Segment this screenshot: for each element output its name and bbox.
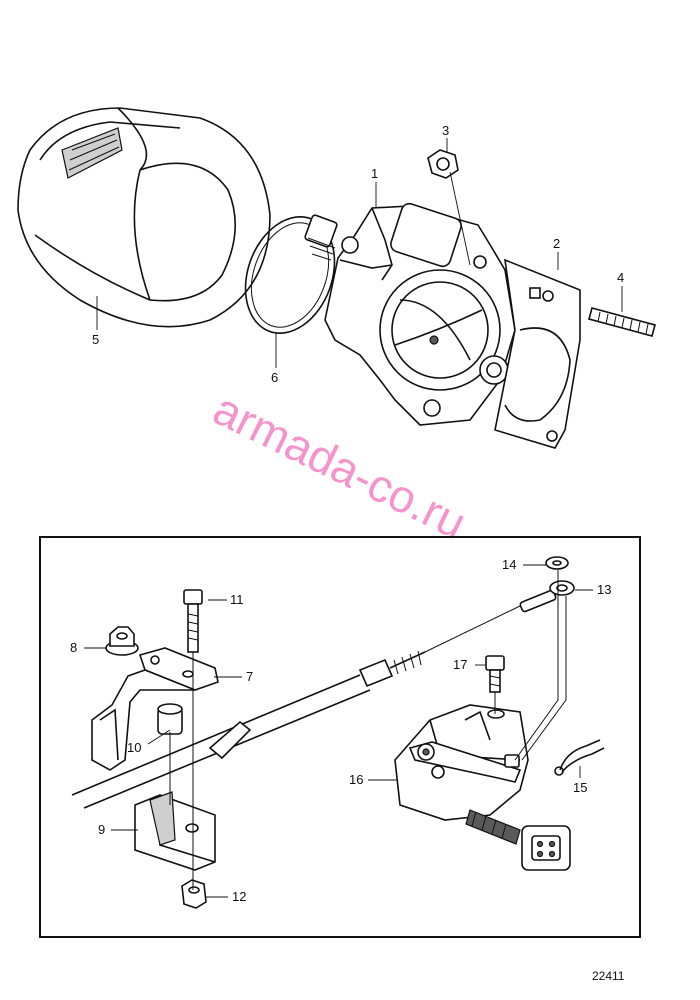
callout-7: 7	[246, 669, 253, 684]
callout-1: 1	[371, 166, 378, 181]
part-17-bolt	[485, 655, 505, 693]
callout-14: 14	[502, 557, 516, 572]
detail-frame	[39, 536, 641, 938]
callout-16: 16	[349, 772, 363, 787]
part-16-linkage-assembly	[394, 704, 529, 821]
lower-leader-lines	[84, 564, 593, 898]
part-11-bolt	[183, 589, 203, 653]
part-13-cable-end	[519, 580, 575, 613]
callout-9: 9	[98, 822, 105, 837]
callout-2: 2	[553, 236, 560, 251]
callout-8: 8	[70, 640, 77, 655]
reference-number: 22411	[592, 969, 625, 983]
part-10-bushing	[157, 703, 183, 735]
part-14-washer	[545, 556, 569, 570]
part-8-flange-nut	[105, 626, 139, 656]
callout-3: 3	[442, 123, 449, 138]
callout-12: 12	[232, 889, 246, 904]
sensor-connector	[465, 809, 571, 871]
part-15-clip	[554, 739, 605, 776]
callout-17: 17	[453, 657, 467, 672]
upper-leader-lines	[96, 138, 623, 368]
callout-15: 15	[573, 780, 587, 795]
part-7-bracket	[91, 647, 219, 771]
callout-6: 6	[271, 370, 278, 385]
part-5-air-filter	[17, 107, 271, 328]
part-3-nut	[427, 149, 459, 179]
part-1-throttle-body	[324, 202, 516, 426]
callout-11: 11	[230, 592, 244, 607]
callout-13: 13	[597, 582, 611, 597]
callout-5: 5	[92, 332, 99, 347]
part-6-clamp	[244, 214, 338, 334]
throttle-cable	[71, 604, 523, 809]
callout-4: 4	[617, 270, 624, 285]
callout-10: 10	[127, 740, 141, 755]
part-4-stud	[588, 307, 656, 337]
part-2-gasket	[494, 258, 581, 449]
part-12-nut	[181, 879, 207, 909]
part-9-clamp-block	[134, 791, 216, 871]
